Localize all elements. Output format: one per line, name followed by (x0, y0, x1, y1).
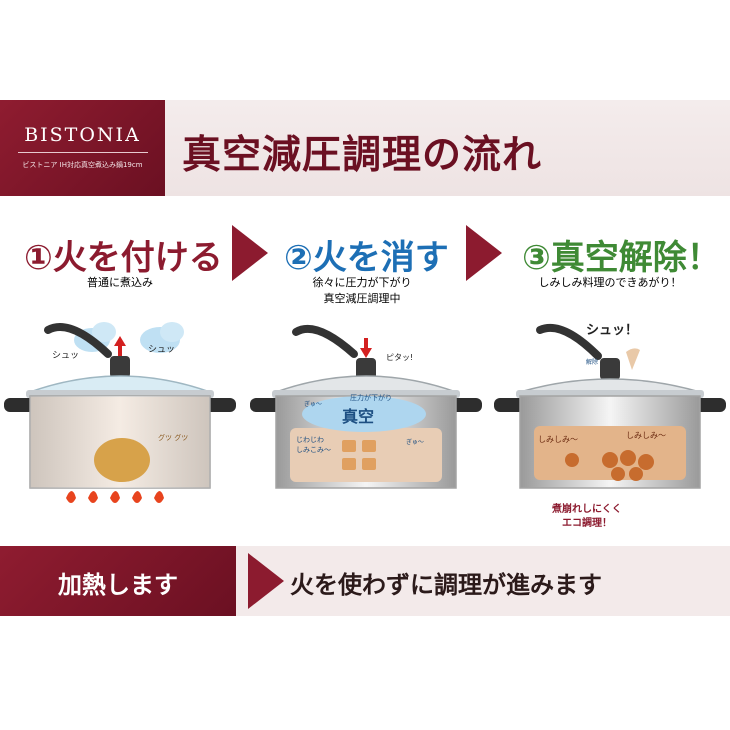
arrow-right-icon (248, 553, 284, 609)
brand-name: BISTONIA (0, 124, 165, 146)
no-fire-label: 火を使わずに調理が進みます (290, 565, 602, 600)
pressure-up-arrow-icon (114, 336, 126, 356)
brand-divider (18, 152, 148, 153)
step-3-description: しみしみ料理のできあがり！ (505, 275, 715, 291)
eco-callout: エコ調理！ (562, 516, 612, 529)
page-title: 真空減圧調理の流れ (182, 124, 542, 180)
hand-icon (626, 348, 640, 370)
step-3-title: ③真空解除！ (522, 230, 721, 279)
soaked-label: しみしみ〜 (538, 435, 578, 444)
brand-logo-box (0, 100, 165, 196)
vacuum-label: 真空 (342, 407, 374, 426)
soaked-label: しみしみ〜 (626, 431, 666, 440)
seal-label: ピタッ! (386, 353, 413, 362)
brand-subtitle: ビストニア IH対応真空煮込み鍋19cm (0, 160, 165, 170)
steam-label: シュッ (52, 351, 79, 361)
step-2-description: 徐々に圧力が下がり 真空減圧調理中 (257, 275, 467, 307)
heating-label: 加熱します (0, 565, 236, 600)
squeeze-label: ぎゅ〜 (304, 400, 322, 408)
pot-vacuum-illustration: ピタッ! 圧力が下がり 真空 じわじわ しみこみ〜 ぎゅ〜 ぎゅ〜 (246, 310, 486, 500)
step-2-title: ②火を消す (284, 230, 449, 279)
release-label: 解除 (586, 358, 598, 366)
step-1-title: ①火を付ける (24, 230, 223, 279)
steam-label: シュッ (148, 345, 175, 355)
step-1-description: 普通に煮込み (15, 275, 225, 291)
pot-heating-illustration: シュッ シュッ グツ グツ (0, 310, 240, 520)
pot-release-illustration: シュッ！ 解除 しみしみ〜 しみしみ〜 煮崩れしにくく エコ調理！ (490, 300, 730, 550)
boiling-label: グツ グツ (158, 433, 188, 442)
soak-label: じわじわ (296, 436, 324, 444)
flame-icon (66, 491, 164, 503)
pressure-drop-label: 圧力が下がり (350, 393, 392, 402)
pressure-down-arrow-icon (360, 338, 372, 358)
squeeze-label: ぎゅ〜 (406, 438, 424, 446)
soak-label: しみこみ〜 (296, 446, 331, 454)
arrow-right-icon (232, 225, 268, 281)
arrow-right-icon (466, 225, 502, 281)
eco-callout: 煮崩れしにくく (551, 502, 622, 515)
release-sound-label: シュッ！ (586, 323, 638, 338)
